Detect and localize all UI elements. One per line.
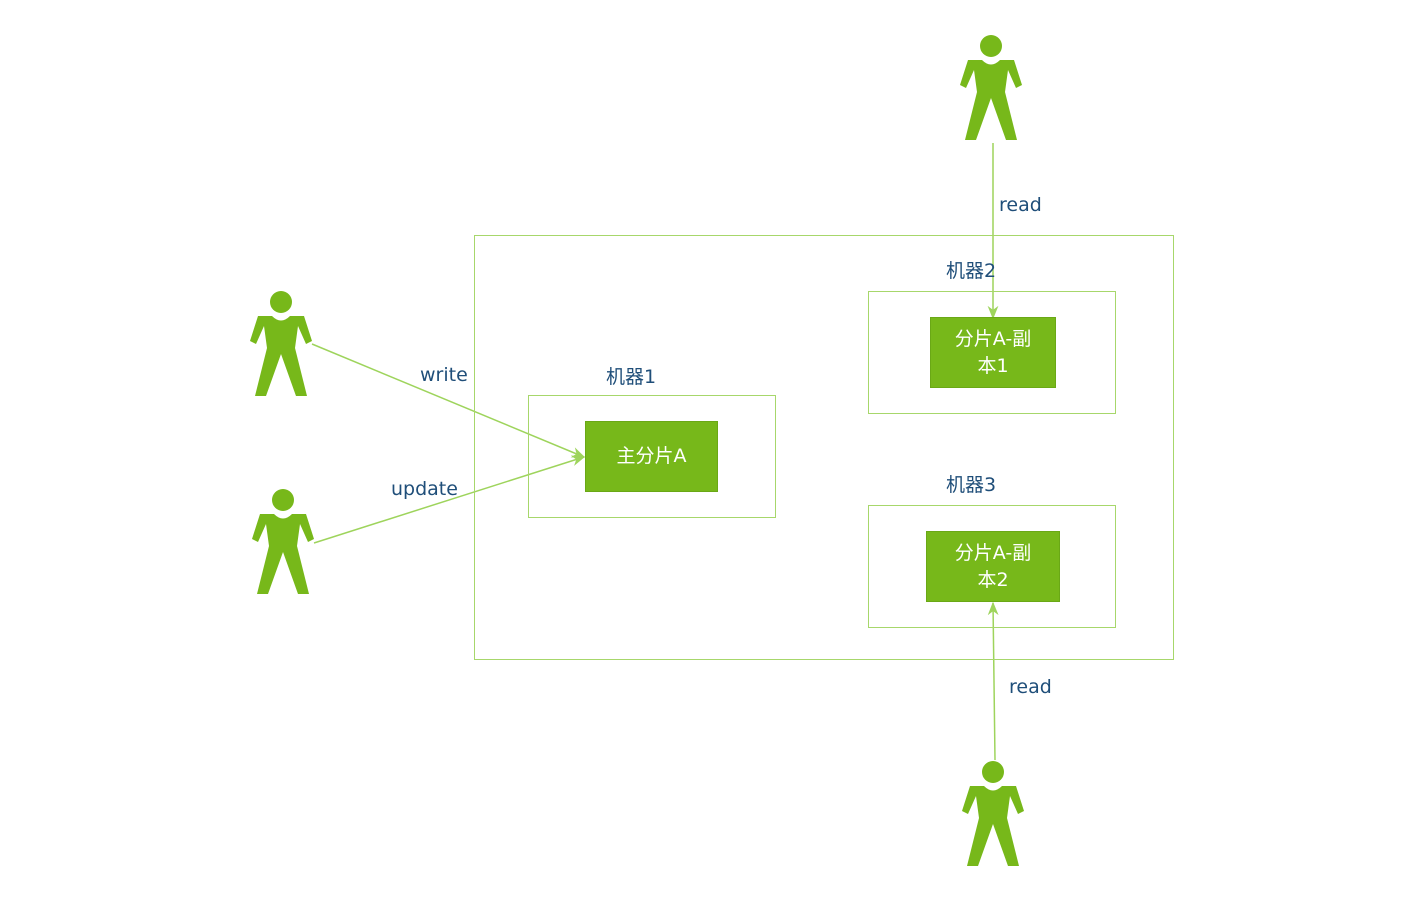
update-arrow (313, 455, 586, 544)
read-bottom-label: read (1009, 676, 1052, 698)
write-arrow (311, 343, 586, 458)
person-icon-updater (252, 489, 314, 594)
replica-shard-2: 分片A-副 本2 (926, 531, 1060, 602)
replica-shard-1-line2: 本1 (977, 354, 1009, 377)
replica-shard-2-line1: 分片A-副 (954, 541, 1032, 564)
write-label: write (420, 364, 468, 386)
machine-1-frame (528, 395, 776, 518)
cluster-frame (474, 235, 1174, 660)
read-top-label: read (999, 194, 1042, 216)
update-label: update (391, 478, 458, 500)
primary-shard: 主分片A (585, 421, 718, 492)
machine-1-label: 机器1 (606, 366, 657, 388)
replica-shard-2-line2: 本2 (977, 568, 1009, 591)
primary-shard-label: 主分片A (616, 445, 687, 467)
machine-3-label: 机器3 (946, 474, 997, 496)
replica-shard-1: 分片A-副 本1 (930, 317, 1056, 388)
machine-2-label: 机器2 (946, 260, 997, 282)
replica-shard-1-line1: 分片A-副 (954, 327, 1032, 350)
person-icon-reader-top (960, 35, 1022, 140)
person-icon-reader-bottom (962, 761, 1024, 866)
machine-2-frame (868, 291, 1116, 414)
machine-3-frame (868, 505, 1116, 628)
read-bottom-arrow (987, 601, 999, 761)
person-icon-writer (250, 291, 312, 396)
